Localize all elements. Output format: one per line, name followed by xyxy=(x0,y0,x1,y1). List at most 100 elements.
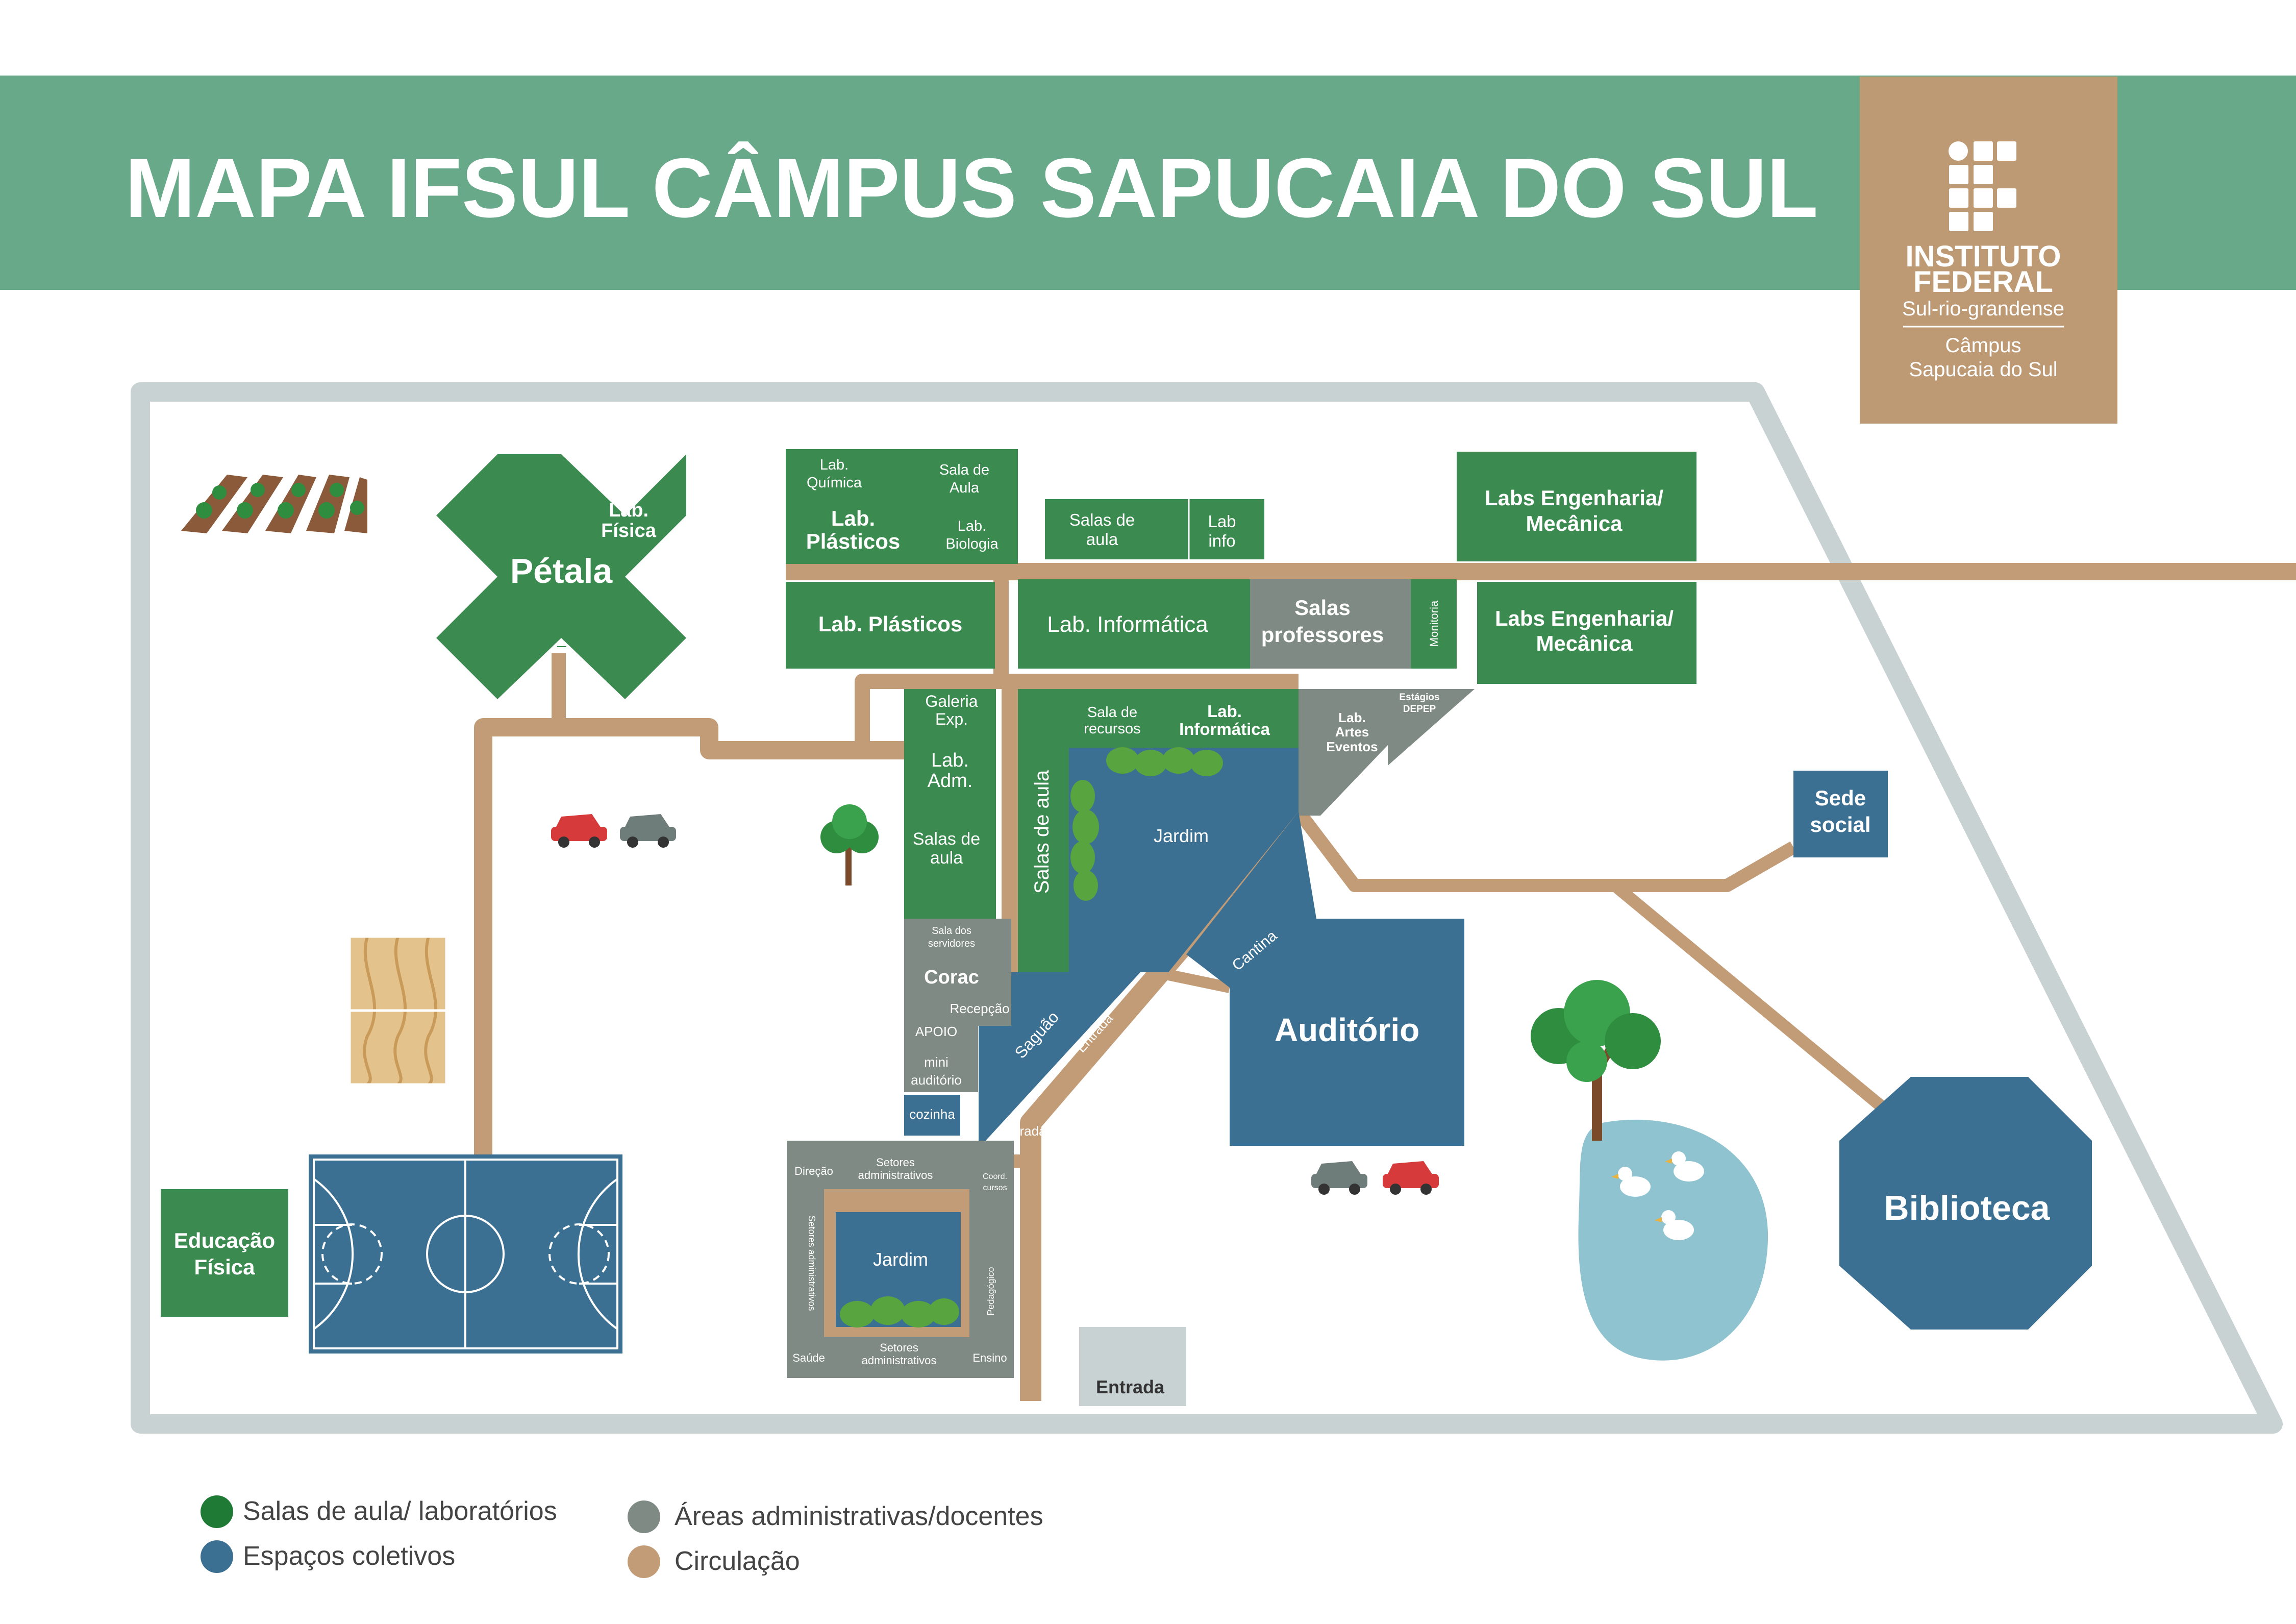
setores-bottom-line2: administrativos xyxy=(862,1354,937,1367)
galeria-line2: Exp. xyxy=(935,710,968,728)
legend-item-circulacao: Circulação xyxy=(628,1545,800,1578)
labs-eng-1-line1: Labs Engenharia/ xyxy=(1485,486,1663,510)
legend-item-espacos: Espaços coletivos xyxy=(201,1540,455,1573)
building-admin-left[interactable]: Sala dos servidores Corac Recepção APOIO… xyxy=(904,919,1011,1136)
salas-professores-line2: professores xyxy=(1261,623,1384,647)
building-lab-informatica[interactable]: Lab. Informática xyxy=(1018,579,1250,669)
building-lab-artes[interactable]: Lab. Artes Eventos Estágios DEPEP xyxy=(1299,689,1475,816)
lab-info-line1: Lab xyxy=(1208,512,1236,531)
lab-artes-line1: Lab. xyxy=(1338,710,1365,725)
sala-recursos-line1: Sala de xyxy=(1087,704,1137,721)
sala-aula-line1: Sala de xyxy=(939,462,989,478)
building-jardim-central[interactable]: Jardim xyxy=(979,747,1299,1148)
salas-professores-line1: Salas xyxy=(1294,596,1351,620)
direcao-label: Direção xyxy=(794,1165,833,1177)
sede-social-line1: Sede xyxy=(1815,786,1866,810)
building-sede-social[interactable]: Sede social xyxy=(1793,771,1888,857)
lab-artes-line3: Eventos xyxy=(1326,739,1378,754)
logo-line3: Sul-rio-grandense xyxy=(1902,298,2064,320)
lab-info-line2: info xyxy=(1208,531,1235,550)
logo-grid-icon xyxy=(1949,141,2016,231)
labs-eng-1-line2: Mecânica xyxy=(1526,511,1623,535)
building-central[interactable]: Galeria Exp. Lab. Adm. Salas de aula Sal… xyxy=(904,689,1299,972)
jardim-1-label: Jardim xyxy=(1154,825,1209,846)
lab-plasticos-b-label: Lab. Plásticos xyxy=(818,612,962,636)
legend-label-espacos: Espaços coletivos xyxy=(243,1541,455,1571)
building-educacao-fisica[interactable]: Educação Física xyxy=(161,1189,288,1317)
building-admin-bottom[interactable]: Jardim Direção Setores administrativos C… xyxy=(787,1141,1014,1378)
salas-aula-vertical: Salas de aula xyxy=(1031,770,1053,894)
sala-servidores-line2: servidores xyxy=(928,938,975,949)
lab-artes-line2: Artes xyxy=(1335,724,1369,740)
logo-line1: INSTITUTO xyxy=(1905,240,2061,273)
lab-informatica-label: Lab. Informática xyxy=(1047,612,1208,637)
ensino-label: Ensino xyxy=(972,1351,1007,1364)
labs-eng-2-line1: Labs Engenharia/ xyxy=(1495,606,1674,630)
lab-plasticos-a-line1: Lab. xyxy=(831,506,875,530)
galeria-line1: Galeria xyxy=(925,692,978,710)
lab-plasticos-a-line2: Plásticos xyxy=(806,529,900,553)
hedge-left-icon xyxy=(1070,780,1099,901)
building-labs-engenharia-2[interactable]: Labs Engenharia/ Mecânica xyxy=(1477,582,1696,684)
lab-quimica-line1: Lab. xyxy=(820,457,848,473)
setores-top-line2: administrativos xyxy=(858,1169,933,1182)
lab-fisica-line2: Física xyxy=(601,520,657,542)
educacao-fisica-line1: Educação xyxy=(174,1228,275,1252)
lab-quimica-line2: Química xyxy=(807,475,862,491)
setores-left-label: Setores administrativos xyxy=(807,1215,817,1311)
lab-adm-line1: Lab. xyxy=(931,750,969,771)
logo-line2: FEDERAL xyxy=(1913,265,2053,299)
legend-label-salas: Salas de aula/ laboratórios xyxy=(243,1496,557,1526)
cozinha-label: cozinha xyxy=(909,1106,955,1122)
building-auditorio[interactable]: Cantina Auditório xyxy=(1186,811,1464,1146)
monitoria-label: Monitoria xyxy=(1428,600,1440,647)
building-salas-professores[interactable]: Salas professores Monitoria xyxy=(1250,579,1457,669)
auditorio-label: Auditório xyxy=(1275,1012,1419,1048)
corac-label: Corac xyxy=(924,967,979,988)
building-petala[interactable]: Pétala Lab. Física xyxy=(436,454,686,699)
building-labs-engenharia-1[interactable]: Labs Engenharia/ Mecânica xyxy=(1457,452,1696,561)
legend-label-admin: Áreas administrativas/docentes xyxy=(675,1502,1043,1531)
page-title: MAPA IFSUL CÂMPUS SAPUCAIA DO SUL xyxy=(125,141,1818,235)
building-biblioteca[interactable]: Biblioteca xyxy=(1839,1077,2092,1330)
entrada-main-label: Entrada xyxy=(1096,1376,1165,1397)
jardim-2-label: Jardim xyxy=(873,1249,928,1270)
car-red-2-icon xyxy=(1383,1161,1439,1195)
coord-cursos-line2: cursos xyxy=(983,1184,1007,1192)
garden-rows-icon xyxy=(181,475,367,533)
salas-aula-left-line1: Salas de xyxy=(913,829,980,849)
legend-item-admin: Áreas administrativas/docentes xyxy=(628,1500,1043,1533)
legend-item-salas: Salas de aula/ laboratórios xyxy=(201,1495,557,1528)
estagios-line2: DEPEP xyxy=(1403,704,1436,715)
labs-eng-2-line2: Mecânica xyxy=(1536,631,1633,655)
saude-label: Saúde xyxy=(792,1351,825,1364)
petala-label: Pétala xyxy=(510,552,613,590)
lab-informatica-2-line1: Lab. xyxy=(1207,702,1242,721)
main-entrance[interactable]: Entrada xyxy=(1079,1327,1186,1406)
building-top-labs[interactable]: Lab. Química Sala de Aula Lab. Plásticos… xyxy=(786,449,1018,564)
building-salas-aula-top[interactable]: Salas de aula Lab info xyxy=(1045,499,1264,559)
legend: Salas de aula/ laboratórios Espaços cole… xyxy=(201,1495,1043,1578)
hedge-top-icon xyxy=(1106,747,1223,776)
setores-top-line1: Setores xyxy=(876,1156,915,1169)
pond xyxy=(1578,1119,1768,1361)
salas-aula-left-line2: aula xyxy=(930,848,963,868)
tree-large-icon xyxy=(1531,980,1661,1141)
lab-biologia-line2: Biologia xyxy=(945,536,999,552)
basketball-court xyxy=(309,1154,622,1354)
lab-fisica-line1: Lab. xyxy=(609,500,648,521)
logo-line5: Sapucaia do Sul xyxy=(1909,358,2057,381)
apoio-label: APOIO xyxy=(915,1024,957,1039)
mini-auditorio-line1: mini xyxy=(924,1054,949,1070)
ifsul-logo: INSTITUTO FEDERAL Sul-rio-grandense Câmp… xyxy=(1860,77,2117,424)
duck-icon xyxy=(1611,1151,1704,1240)
building-lab-plasticos[interactable]: Lab. Plásticos xyxy=(786,582,995,669)
tree-small-icon xyxy=(820,804,879,885)
recepcao-label: Recepção xyxy=(950,1001,1009,1016)
salas-aula-top-line1: Salas de xyxy=(1069,510,1135,529)
coord-cursos-line1: Coord. xyxy=(983,1172,1007,1181)
biblioteca-label: Biblioteca xyxy=(1884,1189,2051,1227)
sala-servidores-line1: Sala dos xyxy=(932,925,971,937)
hedge-bottom-icon xyxy=(840,1296,959,1327)
car-gray-2-icon xyxy=(1311,1161,1367,1195)
